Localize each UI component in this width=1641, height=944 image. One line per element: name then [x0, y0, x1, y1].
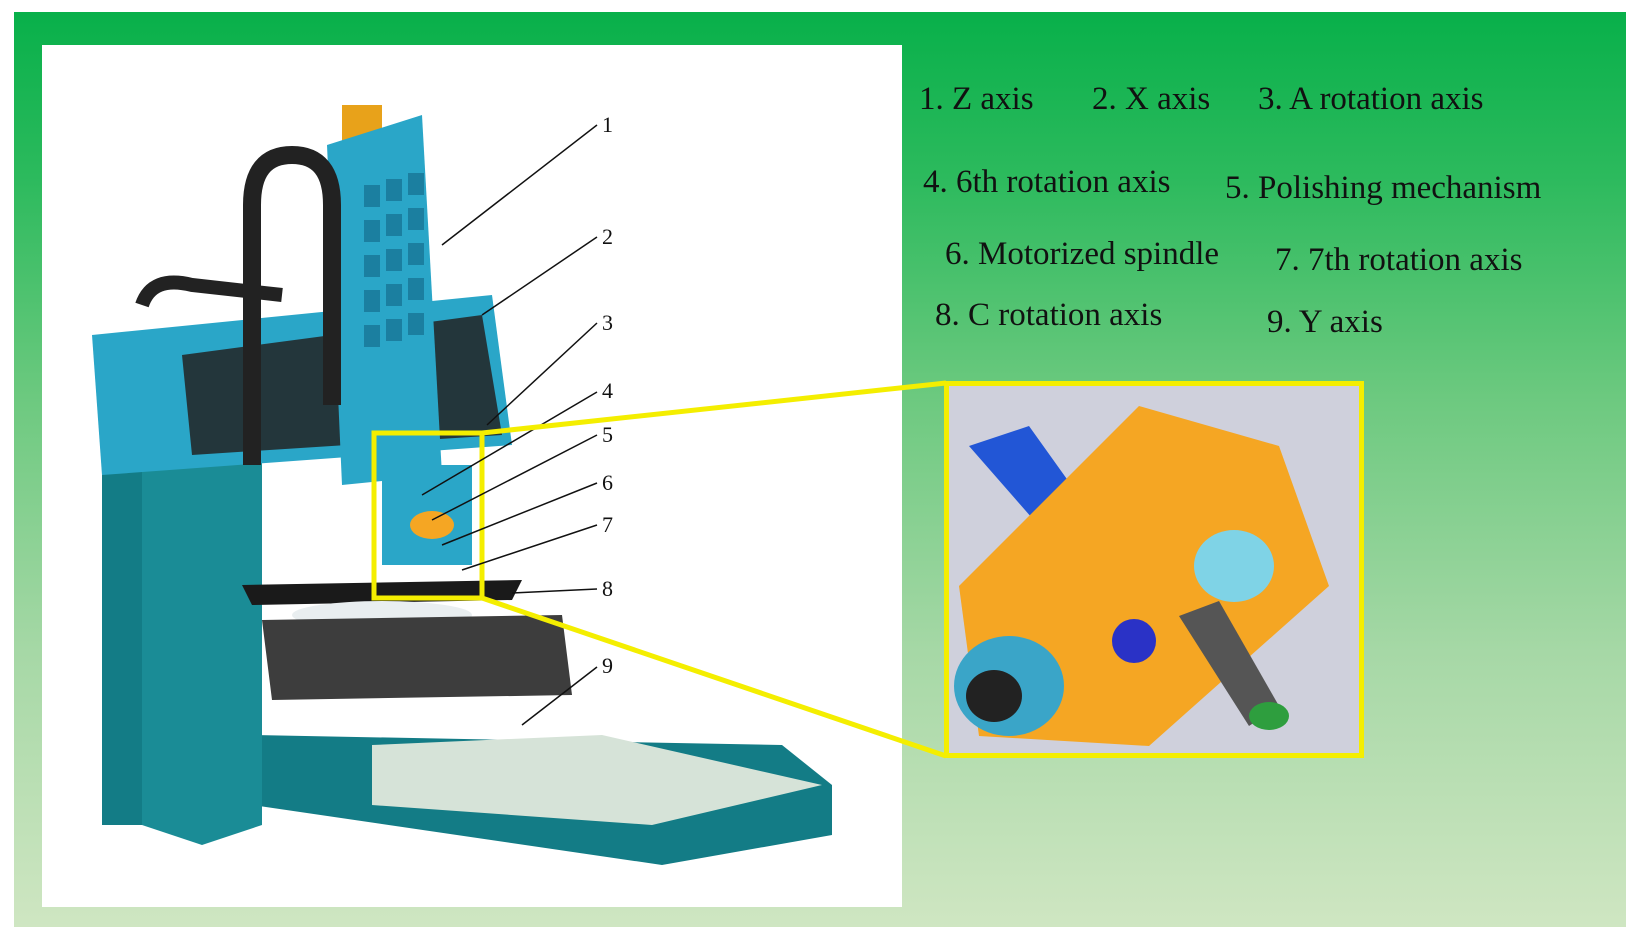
spindle-nose	[966, 670, 1022, 722]
callout-3: 3	[602, 310, 613, 335]
ram-grid	[364, 173, 424, 347]
polishing-head	[410, 511, 454, 539]
gantry-machine-drawing: 1 2 3 4 5 6 7 8 9	[92, 105, 832, 865]
z-axis-ram	[327, 115, 442, 485]
cable-chain	[243, 145, 341, 465]
callout-numbers: 1 2 3 4 5 6 7 8 9	[602, 112, 613, 678]
callout-5: 5	[602, 422, 613, 447]
callout-9: 9	[602, 653, 613, 678]
y-saddle	[262, 615, 572, 700]
cable-chain-horizontal	[135, 275, 283, 308]
callout-6: 6	[602, 470, 613, 495]
spindle-assembly-drawing	[949, 386, 1359, 753]
machine-figure-panel: 1 2 3 4 5 6 7 8 9	[42, 45, 902, 907]
callout-8: 8	[602, 576, 613, 601]
callout-2: 2	[602, 224, 613, 249]
blue-cap	[1112, 619, 1156, 663]
highlight-box	[371, 430, 485, 601]
zoomed-spindle-inset	[944, 381, 1364, 758]
left-column-side	[142, 345, 262, 845]
callout-1: 1	[602, 112, 613, 137]
callout-7: 7	[602, 512, 613, 537]
green-thread	[1249, 702, 1289, 730]
side-cover	[1194, 530, 1274, 602]
grey-shaft	[1179, 601, 1279, 726]
callout-4: 4	[602, 378, 613, 403]
